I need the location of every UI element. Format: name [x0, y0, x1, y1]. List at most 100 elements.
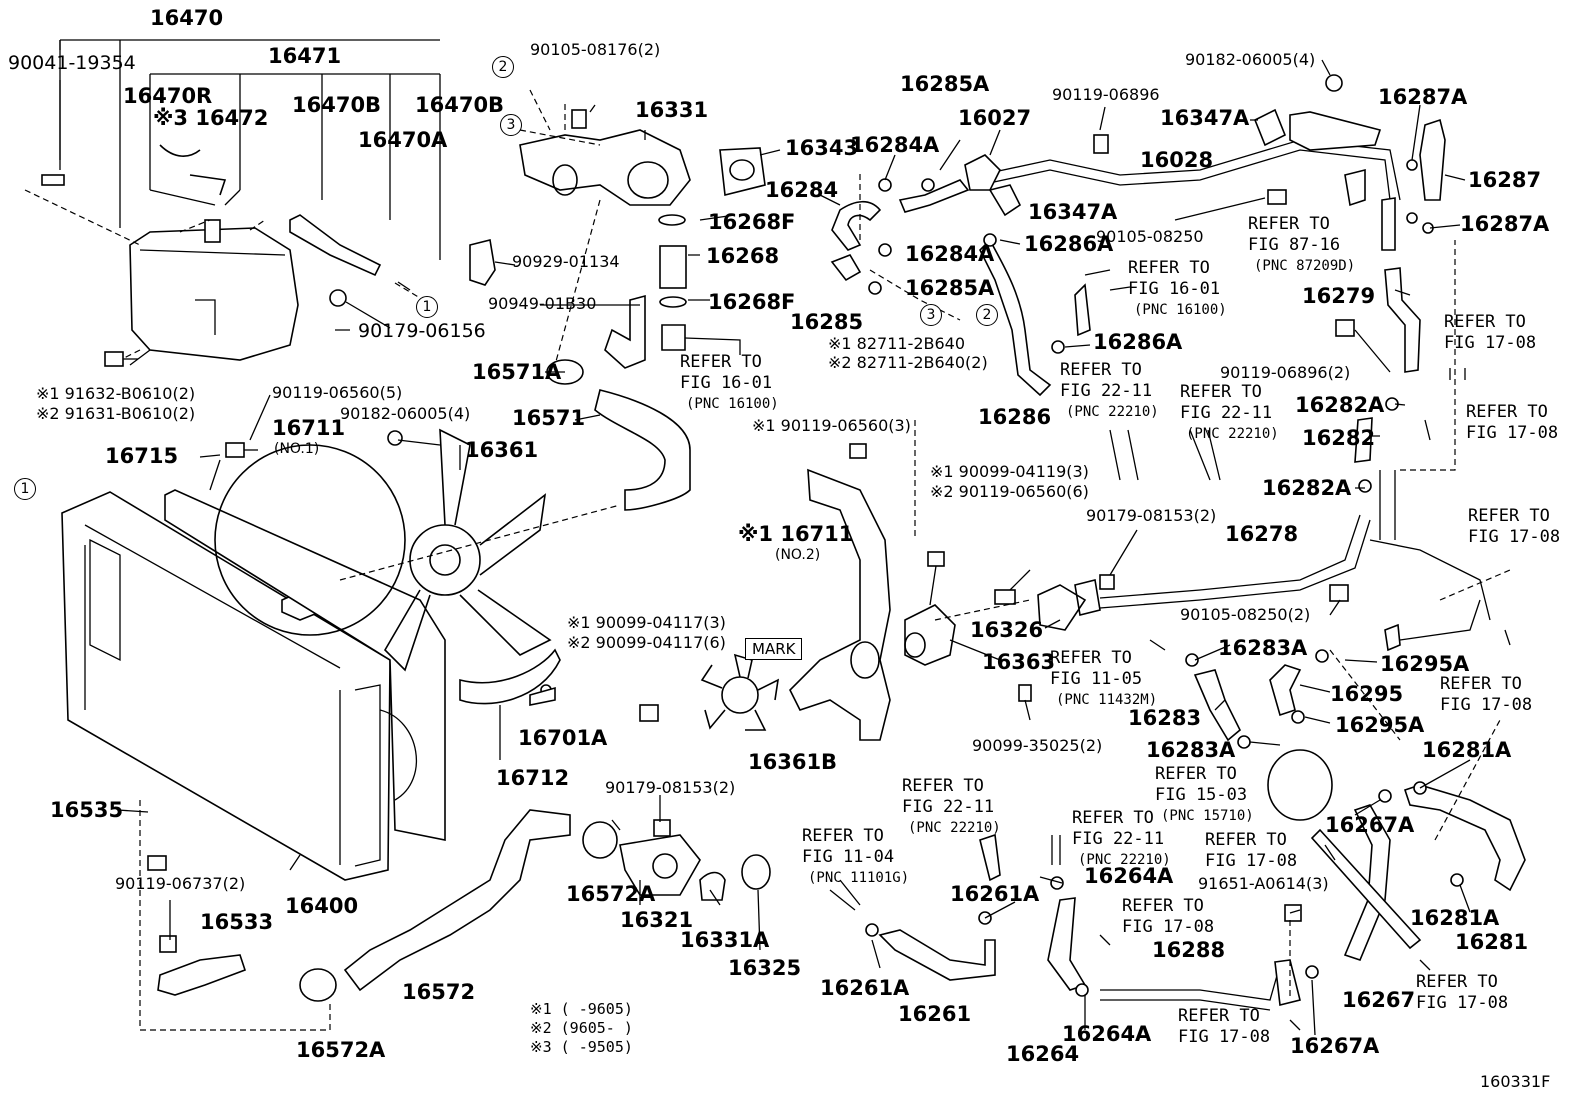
footnotes: ※1 ( -9605) ※2 (9605- ) ※3 ( -9505): [530, 1000, 633, 1057]
water-pipe-16028: [964, 108, 1401, 217]
part-16535: 16535: [50, 798, 124, 822]
part-16470R: 16470R: [123, 84, 213, 108]
part-16264A-a: 16264A: [1084, 864, 1174, 888]
leader-lines: [59, 59, 1471, 1036]
part-16285A-b: 16285A: [905, 276, 995, 300]
fan-motor: [904, 420, 1031, 666]
part-16711-no2: (NO.2): [775, 547, 821, 563]
water-pipe-16278: [1037, 514, 1371, 631]
part-16261: 16261: [898, 1002, 972, 1026]
part-90119-06560-3: ※1 90119-06560(3): [752, 416, 911, 435]
part-90099-04119: ※1 90099-04119(3): [930, 462, 1089, 481]
part-90105-08250: 90105-08250: [1096, 227, 1204, 246]
part-90119-06560-5: 90119-06560(5): [272, 383, 403, 402]
part-16261A-b: 16261A: [820, 976, 910, 1000]
marker-1-a: 1: [416, 296, 438, 318]
part-16285: 16285: [790, 310, 864, 334]
part-16284: 16284: [765, 178, 839, 202]
part-82711-2: ※2 82711-2B640(2): [828, 353, 988, 372]
note-1: ※1 ( -9605): [530, 1000, 633, 1018]
part-16331A: 16331A: [680, 928, 770, 952]
part-16363: 16363: [982, 650, 1056, 674]
part-90182-06005-4a: 90182-06005(4): [340, 404, 471, 423]
part-16295A-b: 16295A: [1335, 713, 1425, 737]
part-90099-04117-6: ※2 90099-04117(6): [567, 633, 726, 652]
part-90179-08153-2a: 90179-08153(2): [1086, 506, 1217, 525]
part-82711-1: ※1 82711-2B640: [828, 334, 966, 353]
part-16282: 16282: [1302, 426, 1376, 450]
part-90119-06737: 90119-06737(2): [115, 874, 246, 893]
part-16470: 16470: [150, 6, 224, 30]
part-16286: 16286: [978, 405, 1052, 429]
part-16261A-a: 16261A: [950, 882, 1040, 906]
part-16264: 16264: [1006, 1042, 1080, 1066]
part-16470A: 16470A: [358, 128, 448, 152]
bracket-16533: [157, 954, 247, 996]
part-90179-06156: 90179-06156: [358, 320, 486, 342]
part-16572: 16572: [402, 980, 476, 1004]
part-90929-01134: 90929-01134: [512, 252, 620, 271]
part-16267: 16267: [1342, 988, 1416, 1012]
part-16571: 16571: [512, 406, 586, 430]
marker-2-a: 2: [492, 56, 514, 78]
clamps: [529, 159, 1464, 997]
part-16282A-b: 16282A: [1262, 476, 1352, 500]
marker-1-b: 1: [14, 478, 36, 500]
part-16287: 16287: [1468, 168, 1542, 192]
part-16347A-b: 16347A: [1160, 106, 1250, 130]
part-16326: 16326: [970, 618, 1044, 642]
part-16347A-a: 16347A: [1028, 200, 1118, 224]
marker-3-a: 3: [500, 114, 522, 136]
part-16281A-b: 16281A: [1410, 906, 1500, 930]
part-16279: 16279: [1302, 284, 1376, 308]
part-90105-08250-2: 90105-08250(2): [1180, 605, 1311, 624]
part-90105-08176: 90105-08176(2): [530, 40, 661, 59]
part-16321: 16321: [620, 908, 694, 932]
part-16287A-b: 16287A: [1460, 212, 1550, 236]
part-90179-08153-2b: 90179-08153(2): [605, 778, 736, 797]
part-16571A: 16571A: [472, 360, 562, 384]
marker-3-b: 3: [920, 304, 942, 326]
part-16288: 16288: [1152, 938, 1226, 962]
note-2: ※2 (9605- ): [530, 1019, 633, 1037]
part-16287A-a: 16287A: [1378, 85, 1468, 109]
part-16295: 16295: [1330, 682, 1404, 706]
part-90949-01B30: 90949-01B30: [488, 294, 597, 313]
part-16361B: 16361B: [748, 750, 838, 774]
part-90041-19354: 90041-19354: [8, 52, 136, 74]
cooling-fan: [383, 428, 561, 760]
part-16711-no1: (NO.1): [274, 441, 320, 457]
mark-box: MARK: [745, 638, 803, 660]
part-16027: 16027: [958, 106, 1032, 130]
part-16361: 16361: [465, 438, 539, 462]
part-90099-35025: 90099-35025(2): [972, 736, 1103, 755]
part-16284A-a: 16284A: [850, 133, 940, 157]
part-16268F-a: 16268F: [708, 210, 796, 234]
part-16028: 16028: [1140, 148, 1214, 172]
part-16711: 16711: [272, 416, 346, 440]
part-16283A-a: 16283A: [1218, 636, 1308, 660]
hoses-upper: [830, 170, 1111, 397]
part-16281A-a: 16281A: [1422, 738, 1512, 762]
part-16470B-a: 16470B: [292, 93, 382, 117]
part-16285A-a: 16285A: [900, 72, 990, 96]
hose-16571: [339, 199, 691, 581]
part-16325: 16325: [728, 956, 802, 980]
part-16715: 16715: [105, 444, 179, 468]
part-16267A-b: 16267A: [1290, 1034, 1380, 1058]
bolts-small: [104, 74, 1355, 953]
